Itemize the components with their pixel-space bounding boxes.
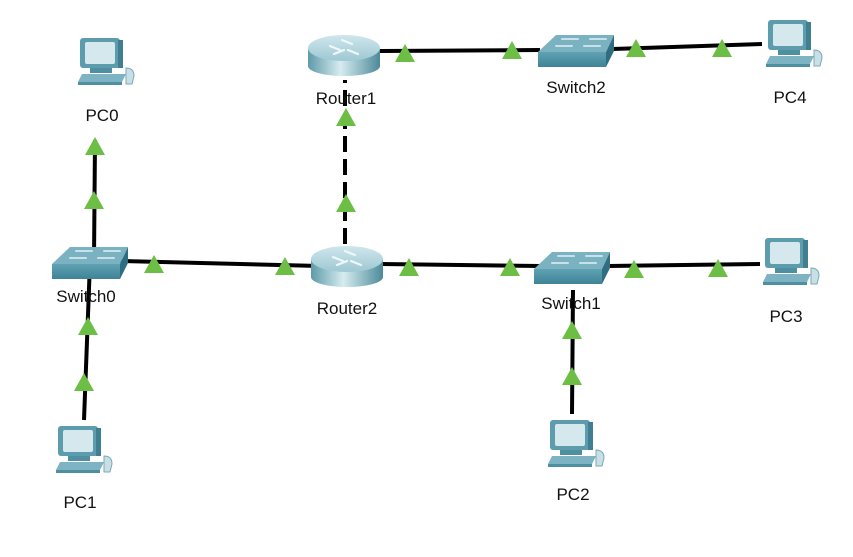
device-label-pc1: PC1 [63,493,96,512]
switch-icon[interactable] [538,35,614,67]
switch-icon[interactable] [52,247,128,279]
device-label-router2: Router2 [317,299,377,318]
link-status-up-icon [144,255,164,273]
link-status-up-icon [712,39,732,57]
link-status-up-icon [624,260,644,278]
link-switch1-pc2[interactable] [570,289,575,415]
link-status-up-icon [626,39,646,57]
link-status-up-icon [85,137,105,155]
link-router2-switch1[interactable] [379,262,541,268]
device-router2[interactable]: Router2 [311,246,383,318]
link-status-up-icon [500,258,520,276]
link-status-up-icon [74,373,94,391]
device-switch2[interactable]: Switch2 [538,35,614,97]
link-status-up-icon [336,108,356,126]
link-pc1-switch0[interactable] [82,261,92,421]
pc-icon[interactable] [763,238,820,285]
link-status-up-icon [84,191,104,209]
link-status-up-icon [502,41,522,59]
pc-icon[interactable] [548,420,605,467]
pc-icon[interactable] [78,38,135,85]
router-icon[interactable] [311,246,383,287]
device-label-pc4: PC4 [773,88,806,107]
device-router1[interactable]: Router1 [308,35,380,108]
link-switch1-pc3[interactable] [607,262,761,268]
device-switch0[interactable]: Switch0 [52,247,128,306]
device-pc4[interactable]: PC4 [766,20,823,107]
device-label-pc0: PC0 [85,106,118,125]
device-label-pc3: PC3 [769,307,802,326]
router-icon[interactable] [308,35,380,76]
link-status-up-icon [78,317,98,335]
device-label-switch0: Switch0 [56,287,116,306]
device-pc0[interactable]: PC0 [78,38,135,125]
link-status-up-icon [399,258,419,276]
link-status-up-icon [395,44,415,62]
device-label-switch1: Switch1 [541,294,601,313]
link-status-up-icon [336,194,356,212]
device-pc2[interactable]: PC2 [548,420,605,504]
pc-icon[interactable] [766,20,823,67]
link-status-up-icon [562,367,582,385]
device-label-switch2: Switch2 [546,78,606,97]
pc-icon[interactable] [56,426,113,473]
device-label-router1: Router1 [316,89,376,108]
switch-icon[interactable] [534,252,610,284]
device-pc1[interactable]: PC1 [56,426,113,512]
link-status-up-icon [708,259,728,277]
device-pc3[interactable]: PC3 [763,238,820,326]
link-status-up-icon [275,257,295,275]
device-label-pc2: PC2 [556,485,589,504]
link-status-up-icon [562,321,582,339]
device-switch1[interactable]: Switch1 [534,252,610,313]
